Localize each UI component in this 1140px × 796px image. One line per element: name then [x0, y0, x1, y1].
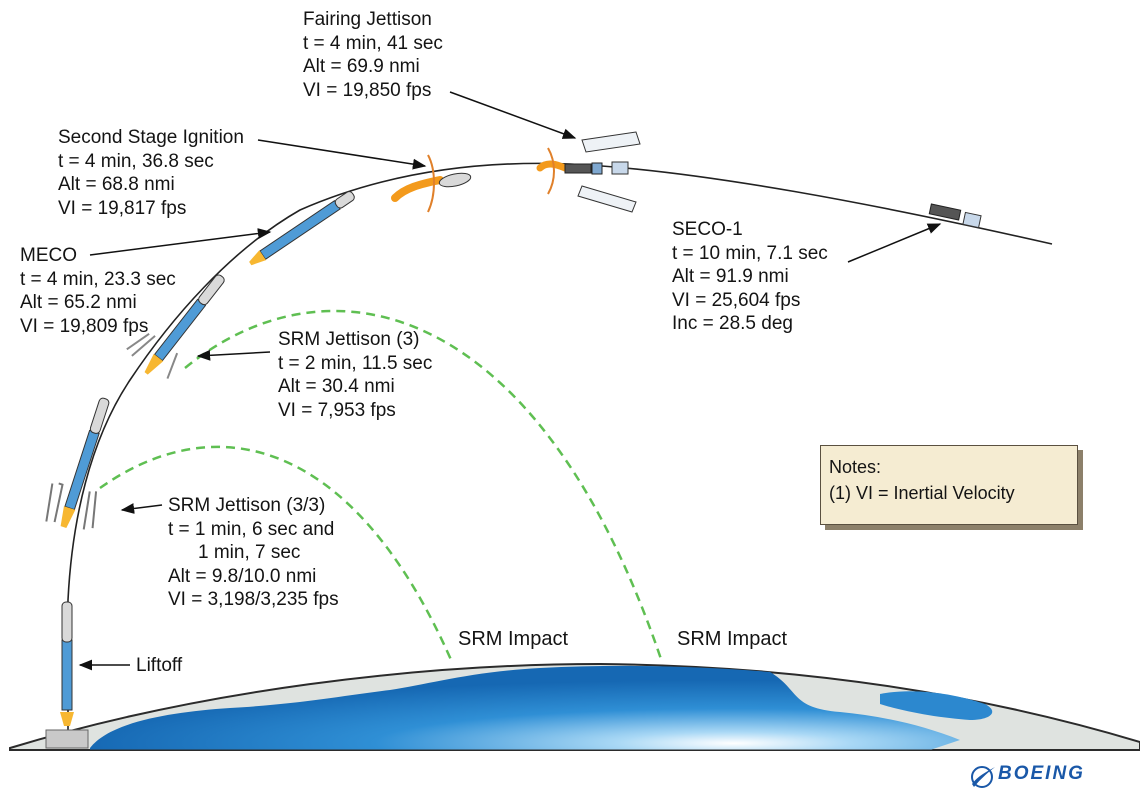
srm33-time-2: 1 min, 7 sec — [198, 542, 301, 563]
land-island — [880, 691, 993, 720]
fairing-time: t = 4 min, 41 sec — [303, 32, 443, 54]
meco-time: t = 4 min, 23.3 sec — [20, 268, 176, 290]
seco-vi: VI = 25,604 fps — [672, 289, 801, 311]
notes-line-1: (1) VI = Inertial Velocity — [829, 483, 1015, 503]
label-meco: MECO t = 4 min, 23.3 sec Alt = 65.2 nmi … — [20, 244, 176, 338]
liftoff-title: Liftoff — [136, 655, 183, 676]
arrow-meco — [89, 228, 272, 256]
notes-heading: Notes: — [829, 457, 882, 477]
seco-alt: Alt = 91.9 nmi — [672, 266, 789, 287]
label-srm-jettison-3: SRM Jettison (3) t = 2 min, 11.5 sec Alt… — [278, 328, 432, 422]
srm3-time: t = 2 min, 11.5 sec — [278, 352, 433, 374]
rocket-second-stage — [391, 154, 472, 213]
second-stage-alt: Alt = 68.8 nmi — [58, 174, 175, 195]
fairing-vi: VI = 19,850 fps — [303, 79, 432, 101]
notes-box: Notes: (1) VI = Inertial Velocity — [820, 445, 1078, 525]
rocket-fairing-jettison — [536, 131, 641, 213]
label-seco-1: SECO-1 t = 10 min, 7.1 sec Alt = 91.9 nm… — [672, 218, 828, 336]
arrow-srm3 — [196, 349, 271, 361]
notes-text: Notes: (1) VI = Inertial Velocity — [829, 454, 1015, 506]
fairing-half-top — [581, 131, 641, 153]
srm-path-second — [184, 309, 664, 663]
boeing-symbol-icon — [971, 766, 995, 788]
label-second-stage-ignition: Second Stage Ignition t = 4 min, 36.8 se… — [58, 126, 244, 220]
label-srm-impact-second: SRM Impact — [677, 628, 788, 650]
srm33-vi: VI = 3,198/3,235 fps — [168, 589, 339, 610]
srm33-title: SRM Jettison (3/3) — [168, 495, 326, 516]
rocket-meco — [249, 191, 355, 266]
label-srm-jettison-3-3: SRM Jettison (3/3) t = 1 min, 6 sec and … — [168, 494, 339, 612]
arrow-seco — [847, 223, 942, 263]
fairing-alt: Alt = 69.9 nmi — [303, 56, 420, 77]
meco-title: MECO — [20, 245, 77, 266]
fairing-title: Fairing Jettison — [303, 9, 432, 30]
meco-alt: Alt = 65.2 nmi — [20, 292, 137, 313]
second-stage-title: Second Stage Ignition — [58, 127, 244, 148]
leader-arrows — [78, 91, 942, 671]
rocket-seco — [928, 203, 982, 229]
label-liftoff: Liftoff — [136, 654, 182, 678]
launch-pad — [45, 729, 89, 749]
rocket-srm-jettison-1 — [45, 397, 110, 530]
boeing-wordmark: BOEING — [998, 763, 1085, 784]
label-fairing-jettison: Fairing Jettison t = 4 min, 41 sec Alt =… — [303, 8, 443, 102]
rocket-srm-jettison-2 — [126, 274, 225, 379]
ocean — [90, 665, 960, 750]
arrow-srm33 — [120, 503, 163, 514]
earth — [9, 662, 1140, 751]
arrow-second-stage — [257, 139, 427, 170]
srm3-vi: VI = 7,953 fps — [278, 399, 396, 421]
srm3-alt: Alt = 30.4 nmi — [278, 376, 395, 397]
boeing-logo: BOEING — [968, 762, 1128, 792]
second-stage-vi: VI = 19,817 fps — [58, 197, 187, 219]
srm33-time: t = 1 min, 6 sec and — [168, 518, 335, 540]
srm33-alt: Alt = 9.8/10.0 nmi — [168, 565, 317, 587]
seco-inc: Inc = 28.5 deg — [672, 313, 793, 334]
label-srm-impact-first: SRM Impact — [458, 628, 569, 650]
fairing-half-bottom — [577, 185, 637, 213]
srm-path-first — [99, 445, 454, 663]
arrow-fairing — [449, 91, 577, 139]
srm3-title: SRM Jettison (3) — [278, 329, 420, 350]
launch-trajectory — [67, 162, 1053, 740]
seco-title: SECO-1 — [672, 219, 743, 240]
meco-vi: VI = 19,809 fps — [20, 315, 149, 337]
seco-time: t = 10 min, 7.1 sec — [672, 242, 828, 264]
rocket-liftoff — [60, 601, 74, 726]
second-stage-time: t = 4 min, 36.8 sec — [58, 150, 214, 172]
